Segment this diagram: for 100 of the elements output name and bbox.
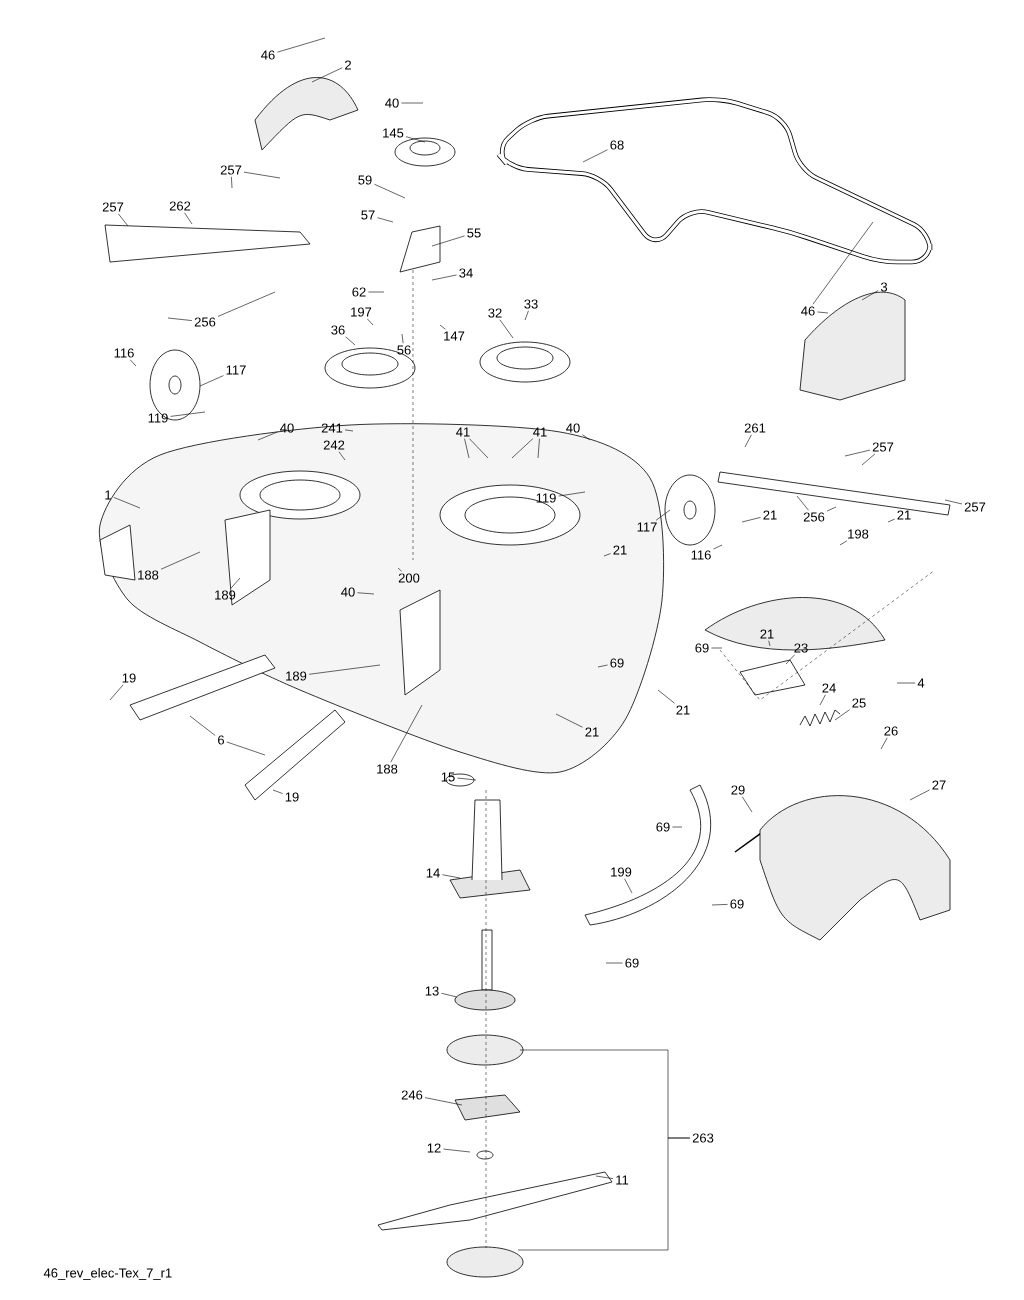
leader-line <box>374 183 406 199</box>
callout-number: 21 <box>585 727 599 737</box>
leader-line <box>657 689 675 704</box>
callout-number: 19 <box>122 673 136 683</box>
callout-number: 55 <box>467 228 481 238</box>
callout-number: 246 <box>401 1090 423 1100</box>
callout-number: 19 <box>285 792 299 802</box>
leader-line <box>441 992 458 998</box>
callout-number: 27 <box>932 780 946 790</box>
leader-line <box>839 540 848 546</box>
leader-line <box>537 438 540 459</box>
leader-line <box>189 715 216 736</box>
leader-line <box>741 517 761 523</box>
callout-number: 40 <box>280 423 294 433</box>
callout-number: 119 <box>536 493 556 503</box>
leader-line <box>785 654 795 665</box>
leader-line <box>817 311 829 314</box>
leader-line <box>464 438 470 459</box>
callout-number: 147 <box>444 331 465 341</box>
leader-line <box>160 551 201 570</box>
leader-line <box>118 213 129 227</box>
callout-number: 189 <box>286 671 307 681</box>
leader-line <box>272 789 283 794</box>
leader-line <box>511 438 534 459</box>
callout-number: 3 <box>880 282 888 292</box>
callout-number: 68 <box>610 140 624 150</box>
leader-line <box>744 434 752 448</box>
callout-number: 257 <box>102 202 124 212</box>
callout-number: 33 <box>524 299 538 309</box>
leader-line <box>517 1137 691 1251</box>
leader-line <box>711 647 723 649</box>
callout-number: 198 <box>848 529 869 539</box>
callout-number: 21 <box>763 510 777 520</box>
leader-line <box>861 453 876 466</box>
callout-number: 56 <box>397 345 411 355</box>
callout-number: 1 <box>105 490 111 500</box>
callout-number: 40 <box>385 98 399 108</box>
callout-number: 26 <box>884 726 898 736</box>
callout-number: 69 <box>625 958 639 968</box>
callout-number: 41 <box>456 427 470 437</box>
leader-line <box>424 1097 463 1106</box>
leader-line <box>595 1175 614 1179</box>
leader-line <box>243 171 281 179</box>
leader-line <box>555 713 583 728</box>
leader-line <box>338 451 346 461</box>
callout-number: 117 <box>226 365 246 375</box>
callout-number: 263 <box>692 1133 714 1143</box>
callout-number: 145 <box>383 128 404 138</box>
callout-number: 40 <box>341 587 355 597</box>
callout-number: 24 <box>822 683 836 693</box>
leader-line <box>844 449 871 457</box>
leader-line <box>257 431 278 441</box>
drawing-code: 46_rev_elec-Tex_7_r1 <box>43 1268 172 1280</box>
leader-line <box>819 694 826 706</box>
callout-number: 116 <box>114 348 134 358</box>
leader-line <box>443 1148 471 1153</box>
leader-line <box>603 553 611 557</box>
leader-line <box>368 291 385 293</box>
callout-number: 21 <box>676 705 690 715</box>
callout-number: 69 <box>656 822 670 832</box>
leader-line <box>405 136 426 143</box>
callout-number: 4 <box>917 678 925 688</box>
callout-number: 199 <box>611 867 632 877</box>
leader-line <box>582 149 608 163</box>
callout-number: 46 <box>261 50 275 60</box>
callout-number: 256 <box>803 512 825 522</box>
leader-line <box>880 737 888 750</box>
leader-line <box>308 664 381 675</box>
callout-number: 62 <box>352 287 366 297</box>
leader-line <box>401 333 404 344</box>
leader-line <box>345 336 356 346</box>
leader-line <box>469 438 489 459</box>
callout-number: 14 <box>426 868 440 878</box>
leader-line <box>768 640 771 647</box>
leader-line <box>624 878 633 894</box>
leader-line <box>217 291 276 317</box>
leader-line <box>457 777 477 781</box>
leader-line <box>887 518 895 523</box>
callout-number: 197 <box>351 307 372 317</box>
callout-number: 241 <box>321 423 343 433</box>
leader-line <box>199 375 224 387</box>
leader-line <box>231 176 233 189</box>
leader-line <box>582 434 591 441</box>
callout-number: 46 <box>801 306 815 316</box>
callout-number: 116 <box>691 550 711 560</box>
callout-number: 256 <box>194 317 216 327</box>
leader-line <box>597 664 608 668</box>
leader-line <box>113 497 141 509</box>
callout-number: 261 <box>744 423 766 433</box>
leader-line <box>230 577 241 589</box>
leader-line <box>170 411 206 417</box>
callout-number: 200 <box>398 573 420 583</box>
callout-number: 11 <box>616 1175 629 1185</box>
callout-number: 262 <box>169 201 191 211</box>
leader-line <box>909 789 930 801</box>
callout-number: 32 <box>488 308 502 318</box>
leader-line <box>431 274 457 281</box>
leader-line <box>499 319 514 339</box>
callout-number: 21 <box>897 510 911 520</box>
leader-line <box>226 741 266 756</box>
